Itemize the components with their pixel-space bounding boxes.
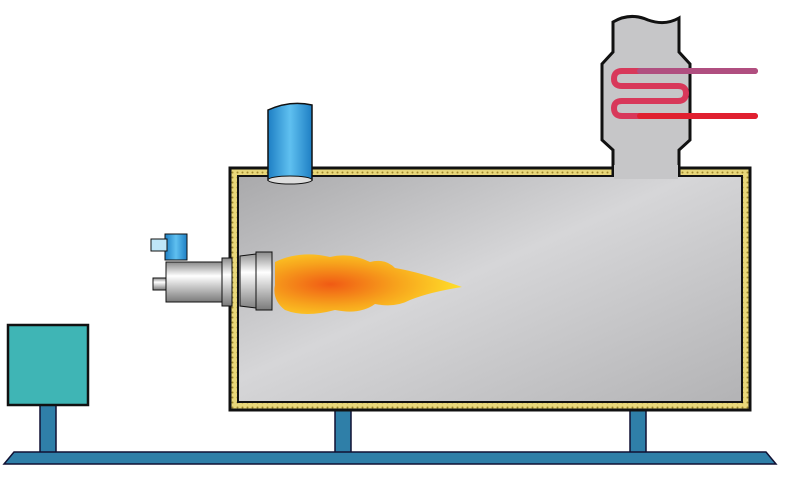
base-rail: [2, 451, 778, 465]
inlet-pipe-mouth: [267, 175, 313, 185]
burner-flange: [221, 257, 233, 307]
control-box-leg: [39, 399, 57, 456]
support-leg: [629, 404, 647, 456]
burner: [150, 233, 273, 311]
flue-opening: [614, 165, 678, 179]
burner-fan-housing: [150, 238, 168, 252]
burner-fuel-connector: [152, 277, 168, 291]
control-box: [6, 323, 90, 407]
heat-exchanger-coil: [610, 68, 758, 119]
burner-motor: [164, 233, 188, 261]
burner-flame: [274, 254, 462, 314]
support-leg: [334, 404, 352, 456]
inlet-pipe: [267, 102, 313, 181]
chimney-flue: [600, 15, 692, 174]
support-frame: [2, 399, 778, 465]
burner-nozzle-ring: [255, 251, 273, 311]
burner-body: [165, 261, 225, 303]
